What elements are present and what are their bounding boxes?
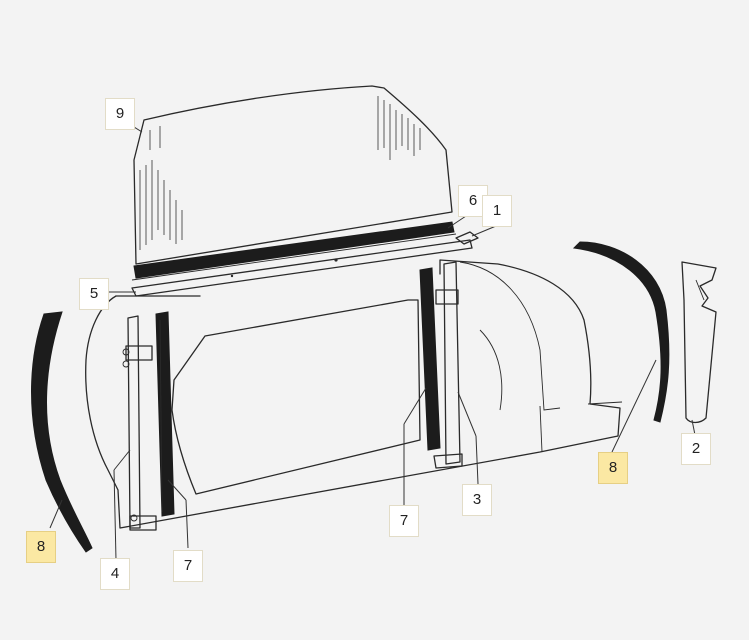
- left-seal-strip: [31, 311, 93, 553]
- callout-2[interactable]: 2: [681, 433, 711, 465]
- callout-7-left[interactable]: 7: [173, 550, 203, 582]
- callout-4[interactable]: 4: [100, 558, 130, 590]
- callout-7-middle[interactable]: 7: [389, 505, 419, 537]
- door-glass: [133, 85, 453, 265]
- callout-3[interactable]: 3: [462, 484, 492, 516]
- callout-8-left[interactable]: 8: [26, 531, 56, 563]
- door-panel: [85, 259, 623, 529]
- leader-lines: [49, 121, 697, 561]
- callout-8-right[interactable]: 8: [598, 452, 628, 484]
- clip-part: [455, 231, 479, 245]
- callout-5[interactable]: 5: [79, 278, 109, 310]
- glass-channel: [131, 221, 457, 281]
- callout-1[interactable]: 1: [482, 195, 512, 227]
- left-guide-assembly: [122, 311, 175, 531]
- lift-rail: [131, 239, 473, 297]
- callout-9[interactable]: 9: [105, 98, 135, 130]
- door-bracket: [681, 261, 717, 424]
- right-seal-strip: [572, 241, 670, 423]
- right-guide-assembly: [419, 261, 463, 469]
